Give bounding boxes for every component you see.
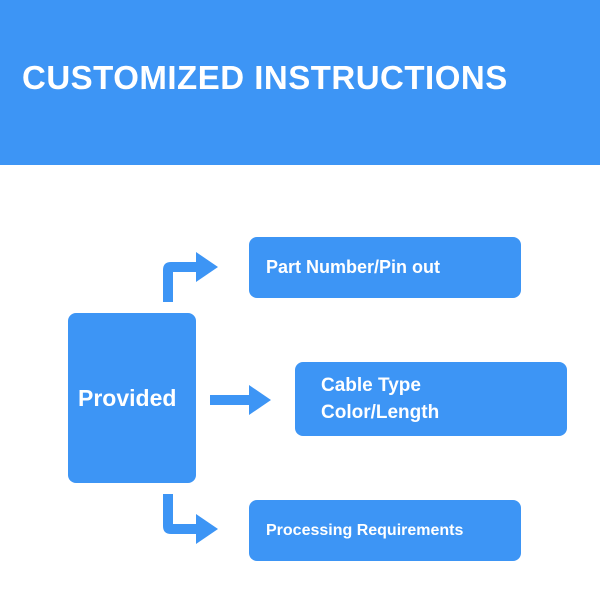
- arrow-down-right-icon: [163, 494, 218, 544]
- arrow-right-icon: [210, 385, 271, 415]
- cable-type-box: Cable Type Color/Length: [295, 362, 567, 436]
- processing-label: Processing Requirements: [266, 521, 464, 539]
- page-title: CUSTOMIZED INSTRUCTIONS: [22, 59, 508, 96]
- provided-label: Provided: [78, 384, 177, 411]
- header-banner: CUSTOMIZED INSTRUCTIONS: [0, 0, 600, 165]
- provided-box: Provided: [68, 313, 196, 483]
- part-number-box: Part Number/Pin out: [249, 237, 521, 298]
- arrow-up-right-icon: [163, 252, 218, 302]
- color-length-label: Color/Length: [321, 402, 440, 423]
- cable-type-label: Cable Type: [321, 375, 421, 396]
- part-number-label: Part Number/Pin out: [266, 257, 441, 277]
- processing-box: Processing Requirements: [249, 500, 521, 561]
